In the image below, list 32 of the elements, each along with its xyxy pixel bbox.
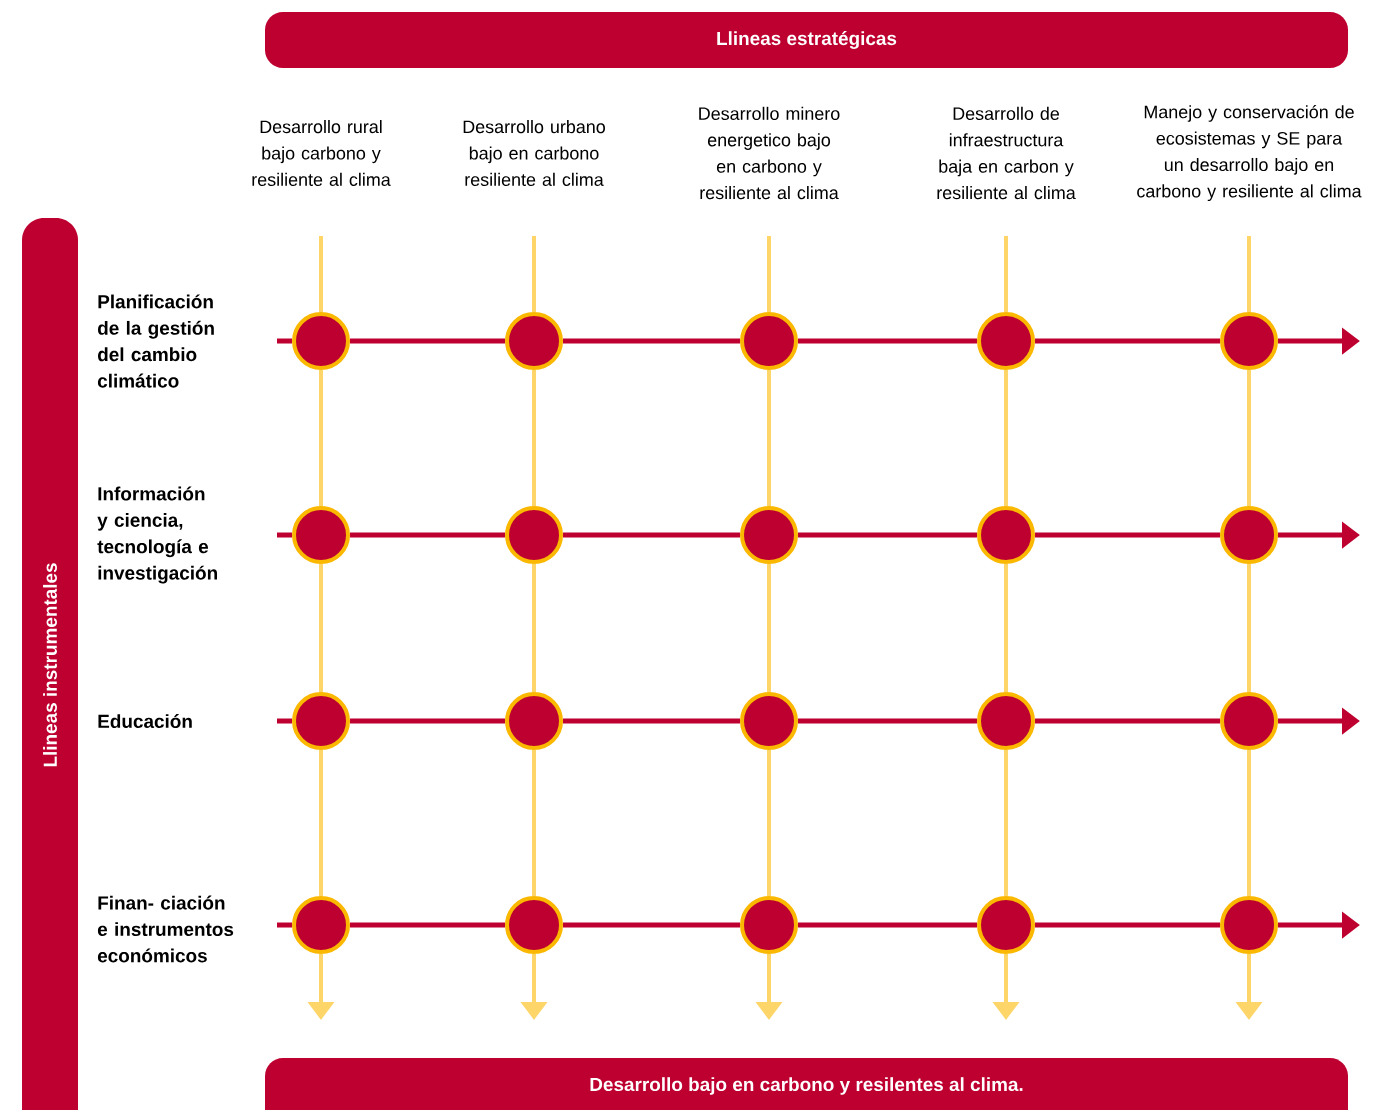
circle-marker [1220, 312, 1278, 370]
bottom-banner: Desarrollo bajo en carbono y resilentes al clima. [265, 1058, 1348, 1110]
title-banner: Llineas estratégicas [265, 12, 1348, 68]
column-heading: Desarrollo rural bajo carbono y resiliente al clima [252, 120, 391, 186]
side-banner: Llineas instrumentales [22, 218, 78, 1110]
circle-marker [505, 896, 563, 954]
circle-marker [292, 692, 350, 750]
column-heading: Manejo y conservación de ecosistemas y SE para un desarrollo bajo en carbono y resiliente al clima [1137, 104, 1362, 202]
circle-marker [977, 896, 1035, 954]
row-heading: Información y ciencia, tecnología e investigación [97, 486, 217, 584]
circle-marker [740, 896, 798, 954]
column-heading: Desarrollo urbano bajo en carbono resiliente al clima [463, 120, 605, 186]
circle-marker [505, 506, 563, 564]
row-heading: Planificación de la gestión del cambio climático [97, 294, 214, 388]
circle-marker [1220, 506, 1278, 564]
circle-marker [292, 506, 350, 564]
circle-marker [740, 692, 798, 750]
circle-marker [977, 312, 1035, 370]
row-heading: Finan- ciación e instrumentos económicos [97, 895, 234, 963]
circle-marker [505, 312, 563, 370]
circle-marker [740, 312, 798, 370]
circle-marker [977, 506, 1035, 564]
circle-marker [740, 506, 798, 564]
circle-marker [977, 692, 1035, 750]
circle-marker [1220, 896, 1278, 954]
row-heading: Educación [98, 714, 192, 729]
circle-marker [292, 312, 350, 370]
circle-marker [505, 692, 563, 750]
column-heading: Desarrollo de infraestructura baja en carbon y resiliente al clima [937, 106, 1076, 200]
circle-marker [292, 896, 350, 954]
column-heading: Desarrollo minero energetico bajo en carbono y resiliente al clima [699, 106, 840, 200]
circle-marker [1220, 692, 1278, 750]
